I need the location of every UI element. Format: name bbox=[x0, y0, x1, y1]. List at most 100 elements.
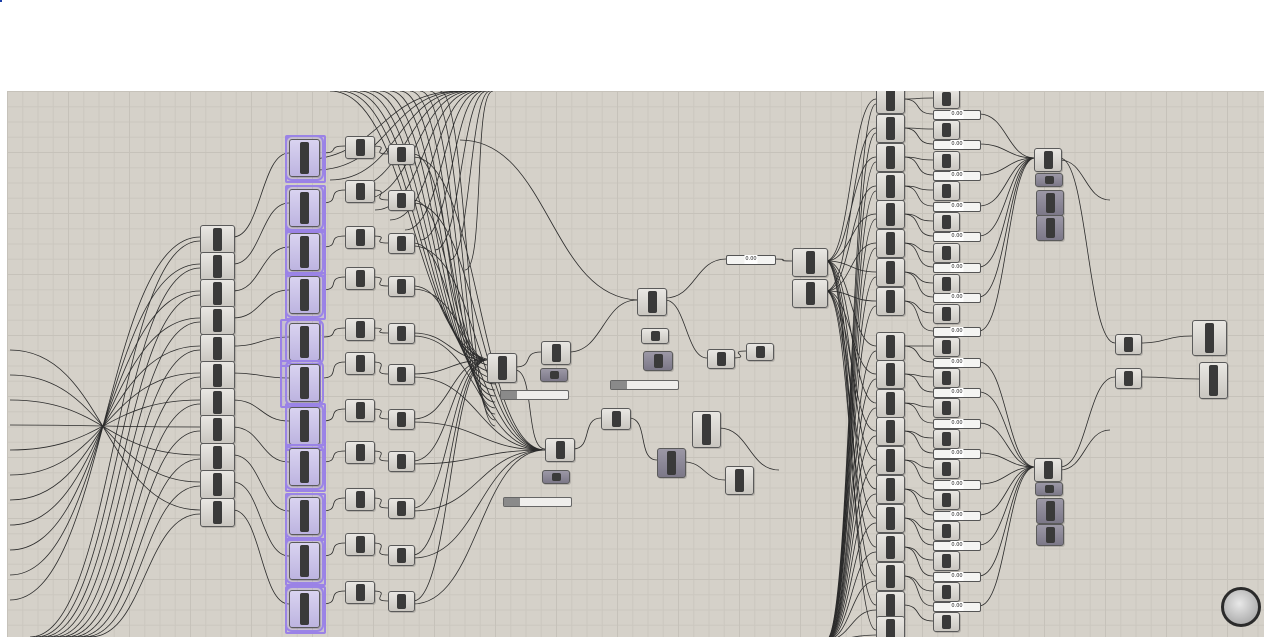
wire[interactable] bbox=[412, 449, 546, 465]
navigation-dial-icon[interactable] bbox=[1221, 587, 1261, 627]
wire[interactable] bbox=[77, 458, 201, 637]
component-node[interactable] bbox=[876, 114, 905, 143]
wire[interactable] bbox=[826, 435, 877, 637]
wire[interactable] bbox=[568, 299, 638, 353]
wire[interactable] bbox=[372, 145, 389, 155]
wire[interactable] bbox=[826, 522, 877, 637]
wire[interactable] bbox=[372, 276, 389, 287]
component-node[interactable] bbox=[388, 364, 415, 385]
component-node[interactable] bbox=[933, 368, 960, 388]
selected-component[interactable] bbox=[285, 493, 324, 539]
wire[interactable] bbox=[825, 260, 877, 404]
wire[interactable] bbox=[978, 157, 1036, 237]
component-node[interactable] bbox=[200, 415, 235, 444]
wire[interactable] bbox=[902, 185, 934, 207]
wire[interactable] bbox=[9, 424, 201, 428]
collapsed-component[interactable] bbox=[643, 351, 673, 371]
wire[interactable] bbox=[372, 408, 389, 420]
wire[interactable] bbox=[321, 361, 346, 379]
component-node[interactable] bbox=[1192, 320, 1227, 356]
wire[interactable] bbox=[314, 91, 464, 171]
component-node[interactable] bbox=[200, 252, 235, 281]
component-node[interactable] bbox=[388, 451, 415, 472]
component-node[interactable] bbox=[388, 498, 415, 519]
wire[interactable] bbox=[412, 202, 546, 451]
value-panel[interactable]: 0.00 bbox=[933, 541, 981, 551]
wire[interactable] bbox=[9, 349, 201, 511]
wire[interactable] bbox=[89, 513, 201, 637]
wire[interactable] bbox=[978, 466, 1036, 546]
wire[interactable] bbox=[329, 91, 496, 361]
wire[interactable] bbox=[1139, 376, 1200, 380]
value-panel[interactable]: 0.00 bbox=[933, 480, 981, 490]
component-node[interactable] bbox=[707, 349, 735, 369]
wire[interactable] bbox=[412, 421, 546, 451]
wire[interactable] bbox=[718, 427, 780, 471]
wire[interactable] bbox=[825, 98, 877, 262]
selected-component[interactable] bbox=[285, 135, 324, 181]
component-node[interactable] bbox=[1115, 368, 1142, 389]
component-node[interactable] bbox=[876, 172, 905, 201]
component-node[interactable] bbox=[200, 388, 235, 417]
selected-component[interactable] bbox=[285, 360, 324, 406]
wire[interactable] bbox=[825, 260, 877, 519]
wire[interactable] bbox=[978, 391, 1036, 468]
selected-component[interactable] bbox=[285, 586, 324, 632]
wire[interactable] bbox=[978, 422, 1036, 468]
wire[interactable] bbox=[825, 242, 877, 292]
wire[interactable] bbox=[902, 546, 934, 577]
component-node[interactable] bbox=[345, 488, 375, 511]
component-node[interactable] bbox=[200, 225, 235, 254]
wire[interactable] bbox=[372, 327, 389, 334]
component-node[interactable] bbox=[200, 306, 235, 335]
wire[interactable] bbox=[902, 127, 934, 145]
component-node[interactable] bbox=[933, 120, 960, 140]
wire[interactable] bbox=[412, 359, 488, 420]
component-node[interactable] bbox=[345, 136, 375, 159]
wire[interactable] bbox=[902, 575, 934, 592]
wire[interactable] bbox=[232, 372, 290, 379]
component-node[interactable] bbox=[200, 470, 235, 499]
slider-grip[interactable] bbox=[501, 391, 517, 399]
wire[interactable] bbox=[372, 189, 389, 201]
component-node[interactable] bbox=[876, 258, 905, 287]
wire[interactable] bbox=[9, 374, 201, 483]
wire[interactable] bbox=[372, 497, 389, 509]
wire[interactable] bbox=[419, 91, 485, 241]
number-slider[interactable] bbox=[500, 390, 569, 400]
collapsed-component[interactable] bbox=[1036, 498, 1064, 524]
wire[interactable] bbox=[412, 335, 546, 451]
wire[interactable] bbox=[902, 156, 934, 176]
component-node[interactable] bbox=[1115, 334, 1142, 355]
value-panel[interactable]: 0.00 bbox=[933, 419, 981, 429]
component-node[interactable] bbox=[200, 279, 235, 308]
wire[interactable] bbox=[732, 350, 747, 359]
wire[interactable] bbox=[232, 454, 290, 512]
component-node[interactable] bbox=[388, 276, 415, 297]
wire[interactable] bbox=[826, 493, 877, 637]
component-node[interactable] bbox=[388, 144, 415, 165]
value-panel[interactable]: 0.00 bbox=[933, 263, 981, 273]
component-node[interactable] bbox=[487, 353, 517, 383]
value-panel[interactable]: 0.00 bbox=[933, 511, 981, 521]
wire[interactable] bbox=[232, 481, 290, 557]
slider-grip[interactable] bbox=[504, 498, 520, 506]
selected-component[interactable] bbox=[285, 272, 324, 318]
value-panel[interactable]: 0.00 bbox=[933, 232, 981, 242]
component-node[interactable] bbox=[876, 591, 905, 620]
wire[interactable] bbox=[902, 271, 934, 284]
wire[interactable] bbox=[321, 327, 346, 338]
component-node[interactable] bbox=[345, 318, 375, 341]
wire[interactable] bbox=[825, 260, 877, 461]
component-node[interactable] bbox=[1034, 148, 1062, 172]
value-panel[interactable]: 0.00 bbox=[933, 293, 981, 303]
value-panel[interactable]: 0.00 bbox=[933, 202, 981, 212]
wire[interactable] bbox=[628, 417, 658, 461]
component-node[interactable] bbox=[200, 361, 235, 390]
component-node[interactable] bbox=[933, 459, 960, 479]
component-node[interactable] bbox=[746, 343, 774, 361]
component-node[interactable] bbox=[876, 287, 905, 316]
wire[interactable] bbox=[902, 459, 934, 469]
wire[interactable] bbox=[412, 199, 488, 361]
wire[interactable] bbox=[35, 267, 201, 637]
